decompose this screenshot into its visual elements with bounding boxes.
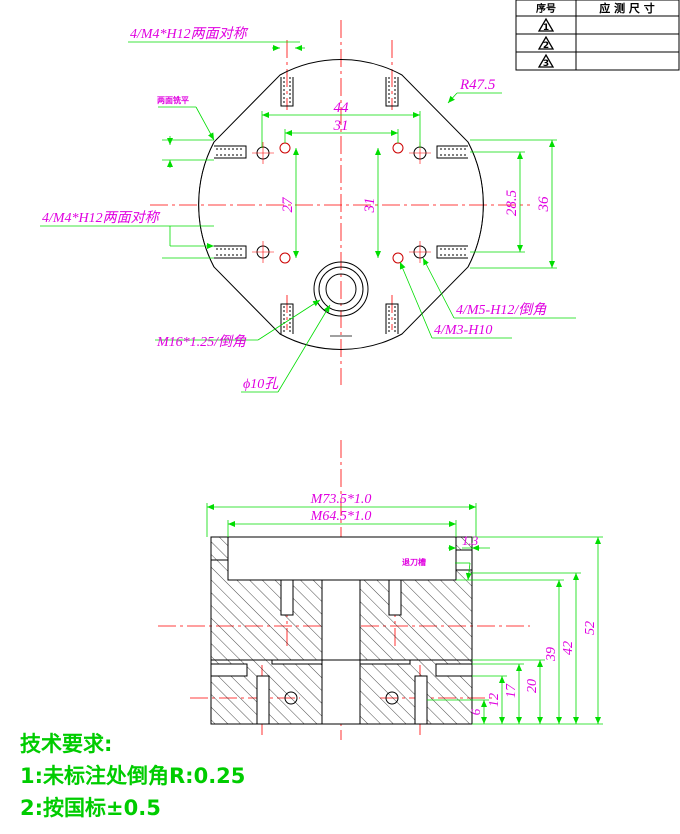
revision-triangle-3: 3: [537, 53, 555, 69]
dim-28-5: 28.5: [504, 189, 520, 216]
m4-tapped-holes-horizontal: [214, 145, 468, 259]
dim-m73: M73.5*1.0: [310, 492, 372, 507]
dim-36: 36: [536, 196, 552, 213]
section-dimension-lines: [206, 503, 603, 725]
rev-no-3: 3: [543, 59, 549, 69]
hole-centerlines: [252, 142, 431, 263]
revision-triangle-2: 2: [537, 35, 555, 51]
dim-52: 52: [583, 621, 598, 635]
callout-m5: 4/M5-H12/倒角: [456, 302, 547, 318]
dim-44: 44: [334, 100, 350, 116]
section-small-holes: [211, 537, 472, 705]
revision-table: 序号 应 测 尺 寸 1 2 3: [515, 0, 680, 71]
dim-27: 27: [280, 196, 296, 213]
dim-31-vertical: 31: [362, 198, 378, 214]
dim-radius: R47.5: [459, 77, 496, 93]
m16-center-hole: [313, 261, 369, 317]
rev-no-1: 1: [543, 23, 549, 33]
callout-m4-top: 4/M4*H12两面对称: [130, 26, 249, 42]
section-view: M73.5*1.0 M64.5*1.0 1.3 退刀槽 52 42 39 20 …: [158, 440, 603, 740]
dim-12: 12: [487, 693, 502, 707]
callout-hole: ϕ10孔: [243, 376, 279, 392]
dim-39: 39: [544, 647, 559, 662]
rev-no-2: 2: [543, 41, 549, 51]
callout-m3: 4/M3-H10: [434, 323, 492, 338]
note-line-1: 1:未标注处倒角R:0.25: [20, 764, 246, 788]
callout-m16: M16*1.25/倒角: [156, 334, 247, 350]
table-header-size: 应 测 尺 寸: [599, 1, 655, 15]
dim-1-3: 1.3: [462, 533, 479, 548]
callout-flat: 两面铣平: [157, 95, 189, 105]
dim-31-horizontal: 31: [333, 118, 349, 134]
dim-20: 20: [525, 679, 540, 693]
revision-triangle-1: 1: [537, 17, 555, 33]
note-line-2: 2:按国标±0.5: [20, 796, 161, 820]
technical-requirements: 技术要求: 1:未标注处倒角R:0.25 2:按国标±0.5: [20, 728, 340, 824]
top-view: 4/M4*H12两面对称 两面铣平 R47.5 44 31 27 31 28.5…: [40, 20, 576, 393]
dim-42: 42: [561, 641, 576, 655]
callout-m4-left: 4/M4*H12两面对称: [42, 210, 161, 226]
dim-m64: M64.5*1.0: [310, 509, 372, 524]
section-cutouts: [210, 536, 473, 725]
table-header-no: 序号: [536, 2, 556, 15]
callout-groove: 退刀槽: [402, 557, 426, 567]
notes-title: 技术要求:: [20, 732, 113, 756]
top-view-centerlines: [150, 20, 530, 385]
top-view-dimension-lines: [40, 41, 576, 393]
dim-17: 17: [504, 683, 519, 698]
dim-6: 6: [468, 708, 483, 715]
